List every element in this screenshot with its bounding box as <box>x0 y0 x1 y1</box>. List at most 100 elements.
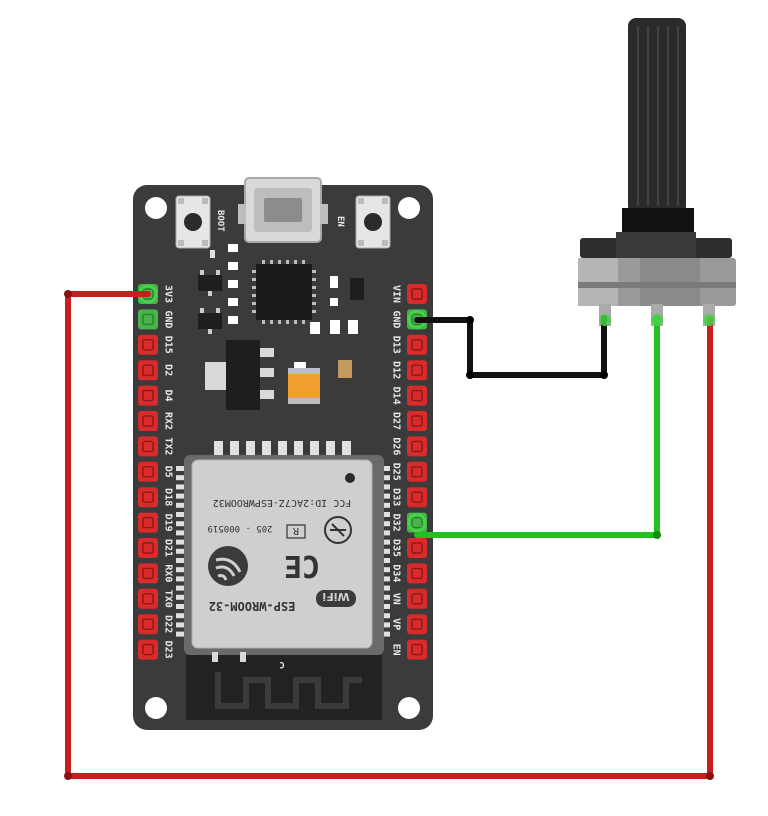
header-pin-gnd[interactable] <box>138 309 158 330</box>
ce-mark-icon: CE <box>284 548 320 583</box>
header-pin-d34[interactable] <box>407 563 427 584</box>
header-pin-hole <box>142 389 154 402</box>
header-pin-hole <box>142 516 154 529</box>
header-pin-hole <box>142 491 154 503</box>
pot-pin-connection <box>651 314 663 326</box>
header-pin-d15[interactable] <box>138 334 158 355</box>
header-pin-hole <box>411 339 423 351</box>
pin-label-en: EN <box>391 644 402 656</box>
left-pin-header: 3V3GNDD15D2D4RX2TX2D5D18D19D21RX0TX0D22D… <box>138 284 174 660</box>
esp32-board: BOOT EN <box>133 177 433 730</box>
header-pin-vn[interactable] <box>407 588 427 609</box>
header-pin-d27[interactable] <box>407 411 427 431</box>
pin-label-tx2: TX2 <box>163 437 174 455</box>
header-pin-hole <box>411 567 423 580</box>
header-pin-d25[interactable] <box>407 461 427 482</box>
potentiometer-shaft[interactable] <box>628 18 686 214</box>
boot-label: BOOT <box>215 210 225 232</box>
header-pin-tx0[interactable] <box>138 588 158 609</box>
r-mark-icon <box>286 524 306 539</box>
pin-connection-ring <box>407 513 427 533</box>
header-pin-hole <box>142 466 154 478</box>
pin-label-vin: VIN <box>391 285 402 303</box>
module-pad <box>176 539 190 545</box>
header-pin-d12[interactable] <box>407 360 427 381</box>
header-pin-hole <box>142 567 154 580</box>
header-pin-vp[interactable] <box>407 614 427 635</box>
pin-label-d21: D21 <box>163 539 174 557</box>
header-pin-d2[interactable] <box>138 360 158 381</box>
en-label: EN <box>335 216 345 227</box>
header-pin-hole <box>142 415 154 427</box>
wires <box>64 290 715 780</box>
pin-label-d35: D35 <box>391 539 402 557</box>
r-mark-text: R <box>292 525 299 536</box>
wire-gnd[interactable] <box>414 315 607 378</box>
header-pin-d4[interactable] <box>138 385 158 406</box>
header-pin-rx0[interactable] <box>138 563 158 584</box>
header-pin-d19[interactable] <box>138 512 158 533</box>
header-pin-hole <box>142 364 154 376</box>
module-pad <box>176 475 190 481</box>
module-model-text: ESP-WROOM-32 <box>209 599 296 613</box>
header-pin-hole <box>142 593 154 605</box>
module-pad <box>176 622 190 628</box>
header-pin-hole <box>142 643 154 656</box>
header-pin-hole <box>411 415 423 427</box>
pin-label-d19: D19 <box>163 514 174 532</box>
header-pin-hole <box>411 440 423 453</box>
header-pin-d35[interactable] <box>407 538 427 558</box>
pin-label-d2: D2 <box>163 364 174 376</box>
header-pin-d22[interactable] <box>138 614 158 635</box>
header-pin-hole <box>411 593 423 605</box>
smd-components <box>198 244 364 410</box>
wire-d32-signal[interactable] <box>414 315 660 538</box>
header-pin-hole <box>411 288 423 300</box>
module-pad <box>176 631 190 637</box>
mount-hole-icon <box>145 197 167 219</box>
module-pad <box>176 493 190 499</box>
header-pin-tx2[interactable] <box>138 436 158 457</box>
en-button[interactable] <box>355 195 391 249</box>
wifi-logo-text: WiFi <box>322 590 349 603</box>
pin1-marker <box>345 473 355 483</box>
mount-hole-icon <box>145 697 167 719</box>
uart-chip <box>256 264 312 320</box>
header-pin-hole <box>142 542 154 554</box>
pin-label-rx2: RX2 <box>163 412 174 430</box>
antenna-mark-text: C <box>279 659 284 669</box>
pin-label-d27: D27 <box>391 412 402 430</box>
wire-bend-point <box>64 290 72 298</box>
boot-button[interactable] <box>175 195 211 249</box>
usb-port-icon <box>238 177 328 243</box>
pin-label-gnd: GND <box>163 310 174 328</box>
pin-label-vn: VN <box>391 593 402 605</box>
header-pin-d5[interactable] <box>138 461 158 482</box>
header-pin-d23[interactable] <box>138 639 158 660</box>
header-pin-d14[interactable] <box>407 385 427 406</box>
header-pin-d26[interactable] <box>407 436 427 457</box>
header-pin-d18[interactable] <box>138 487 158 508</box>
module-pad <box>176 604 190 609</box>
header-pin-rx2[interactable] <box>138 411 158 431</box>
header-pin-hole <box>142 440 154 453</box>
pin-label-d4: D4 <box>163 390 174 402</box>
header-pin-d13[interactable] <box>407 334 427 355</box>
header-pin-hole <box>411 618 423 630</box>
header-pin-hole <box>142 339 154 351</box>
header-pin-hole <box>411 542 423 554</box>
module-pad <box>176 521 190 527</box>
mount-hole-icon <box>398 697 420 719</box>
header-pin-hole <box>411 491 423 503</box>
fcc-mark-icon <box>324 516 352 544</box>
wifi-logo-icon: WiFi <box>316 590 356 607</box>
module-pad <box>176 466 190 471</box>
header-pin-vin[interactable] <box>407 284 427 304</box>
header-pin-d33[interactable] <box>407 487 427 508</box>
header-pin-d21[interactable] <box>138 538 158 558</box>
header-pin-en[interactable] <box>407 639 427 660</box>
pin-label-d18: D18 <box>163 488 174 506</box>
module-pad <box>176 585 190 591</box>
wire-bend-point <box>466 371 474 379</box>
